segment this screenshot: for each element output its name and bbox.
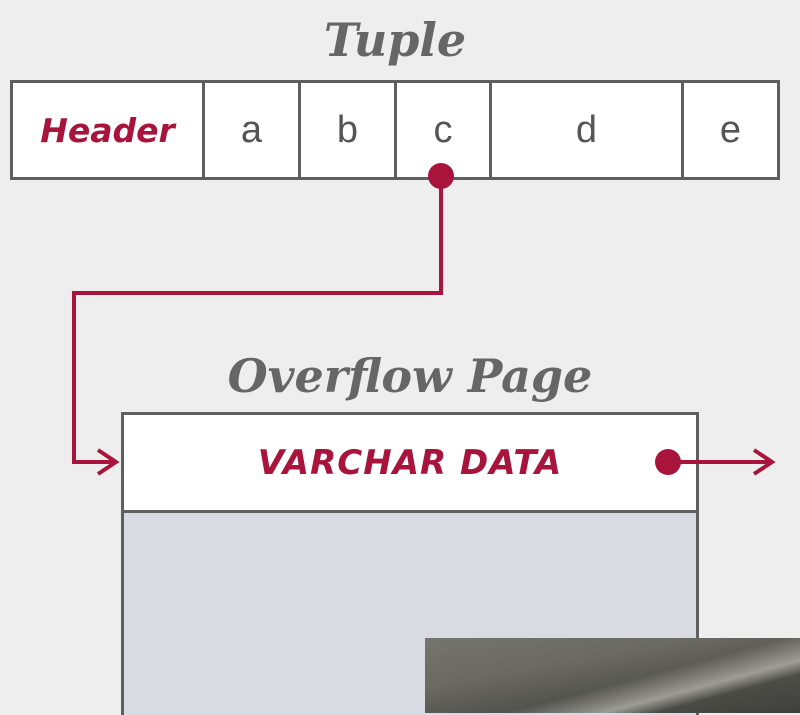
video-inset-highlight [425, 638, 800, 713]
overflow-page-header: VARCHAR DATA [124, 415, 696, 513]
video-inset [425, 638, 800, 713]
next-pointer-origin-dot [655, 449, 681, 475]
tuple-cell-d: d [492, 83, 684, 177]
tuple-cell-e: e [719, 108, 742, 151]
arrow-head-left [96, 448, 120, 476]
tuple-title: Tuple [323, 13, 467, 67]
overflow-page-title: Overflow Page [227, 349, 593, 403]
tuple-cell-b: b [301, 83, 397, 177]
tuple-cell-c: c [397, 83, 492, 177]
tuple-to-overflow-pointer [72, 176, 443, 464]
arrow-head-right [752, 448, 776, 476]
tuple-cell-header: Header [13, 83, 205, 177]
tuple-cell-a: a [205, 83, 301, 177]
pointer-origin-dot [428, 163, 454, 189]
tuple-record: Header a b c d e [10, 80, 780, 180]
